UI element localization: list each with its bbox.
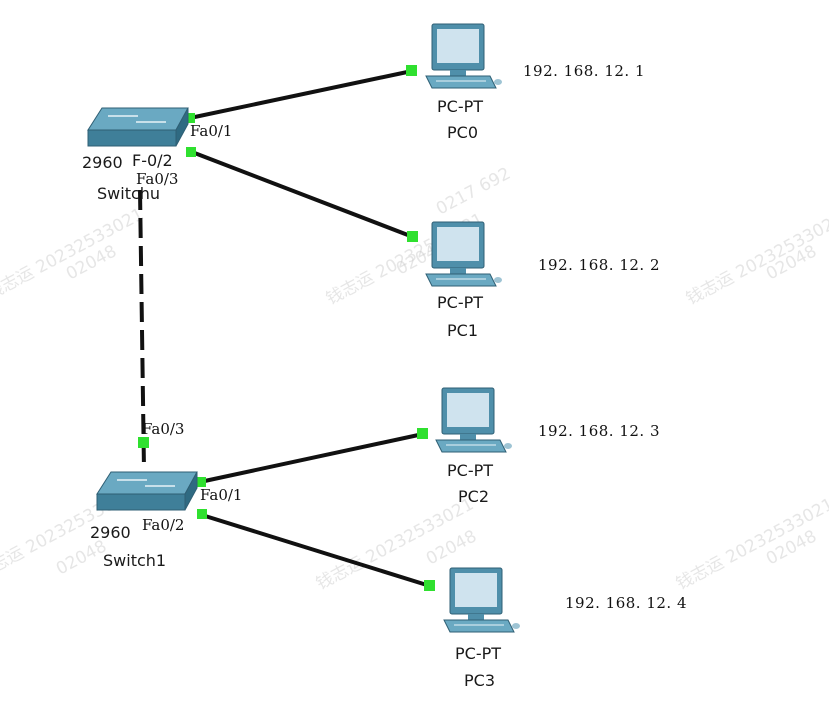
pc-node-pc3[interactable]: PC-PT PC3 192. 168. 12. 4: [443, 567, 687, 690]
pc-node-pc1[interactable]: PC-PT PC1 192. 168. 12. 2: [425, 221, 660, 340]
port-label: Fa0/1: [200, 486, 242, 504]
watermark-text: 钱志运 20232533021: [0, 204, 147, 304]
pc-node-pc0[interactable]: PC-PT PC0 192. 168. 12. 1: [425, 23, 645, 142]
port-status-dot: [197, 509, 207, 519]
links-layer: [138, 69, 431, 588]
port-label: Fa0/1: [190, 122, 232, 140]
pc-type-label: PC-PT: [455, 644, 501, 663]
switch-node-switch0[interactable]: 2960 F-0/2 Switchu: [82, 107, 189, 203]
switch-name-label: Switch1: [103, 551, 166, 570]
switch-icon: [96, 471, 198, 511]
pc-name-label: PC0: [447, 123, 478, 142]
ip-address-label: 192. 168. 12. 3: [538, 422, 660, 440]
switch-node-switch1[interactable]: 2960 Switch1: [90, 471, 198, 570]
port-status-dot: [406, 65, 417, 76]
switch-icon: [87, 107, 189, 147]
port-status-dot: [196, 477, 206, 487]
pc-name-label: PC3: [464, 671, 495, 690]
pc-type-label: PC-PT: [447, 461, 493, 480]
switch-model-overlap: F-0/2: [132, 151, 173, 170]
switch-name-label: Switchu: [97, 184, 160, 203]
watermark-text: 02048: [53, 536, 110, 579]
port-status-dot: [424, 580, 435, 591]
link-switch0-pc1[interactable]: [191, 150, 414, 239]
switch-model-label: 2960: [82, 153, 123, 172]
port-dots-layer: [138, 65, 435, 591]
port-labels-layer: Fa0/1 Fa0/3 Fa0/3 Fa0/1 Fa0/2: [136, 122, 242, 534]
pc-icon: [443, 567, 521, 633]
link-switch1-pc3[interactable]: [201, 513, 431, 588]
port-status-dot: [185, 113, 195, 123]
port-status-dot: [407, 231, 418, 242]
port-status-dot: [138, 437, 149, 448]
port-status-dot: [186, 147, 196, 157]
port-label: Fa0/2: [142, 516, 184, 534]
ip-address-label: 192. 168. 12. 1: [523, 62, 645, 80]
pc-type-label: PC-PT: [437, 293, 483, 312]
pc-name-label: PC2: [458, 487, 489, 506]
link-switch0-pc0[interactable]: [189, 69, 413, 120]
pc-name-label: PC1: [447, 321, 478, 340]
link-switch1-pc2[interactable]: [199, 432, 424, 484]
ip-address-label: 192. 168. 12. 4: [565, 594, 687, 612]
switch-model-label: 2960: [90, 523, 131, 542]
link-switch0-switch1[interactable]: [138, 189, 146, 471]
port-label: Fa0/3: [142, 420, 184, 438]
pc-icon: [425, 23, 503, 89]
port-status-dot: [417, 428, 428, 439]
ip-address-label: 192. 168. 12. 2: [538, 256, 660, 274]
pc-icon: [425, 221, 503, 287]
pc-type-label: PC-PT: [437, 97, 483, 116]
pc-node-pc2[interactable]: PC-PT PC2 192. 168. 12. 3: [435, 387, 660, 506]
pc-icon: [435, 387, 513, 453]
port-label: Fa0/3: [136, 170, 178, 188]
